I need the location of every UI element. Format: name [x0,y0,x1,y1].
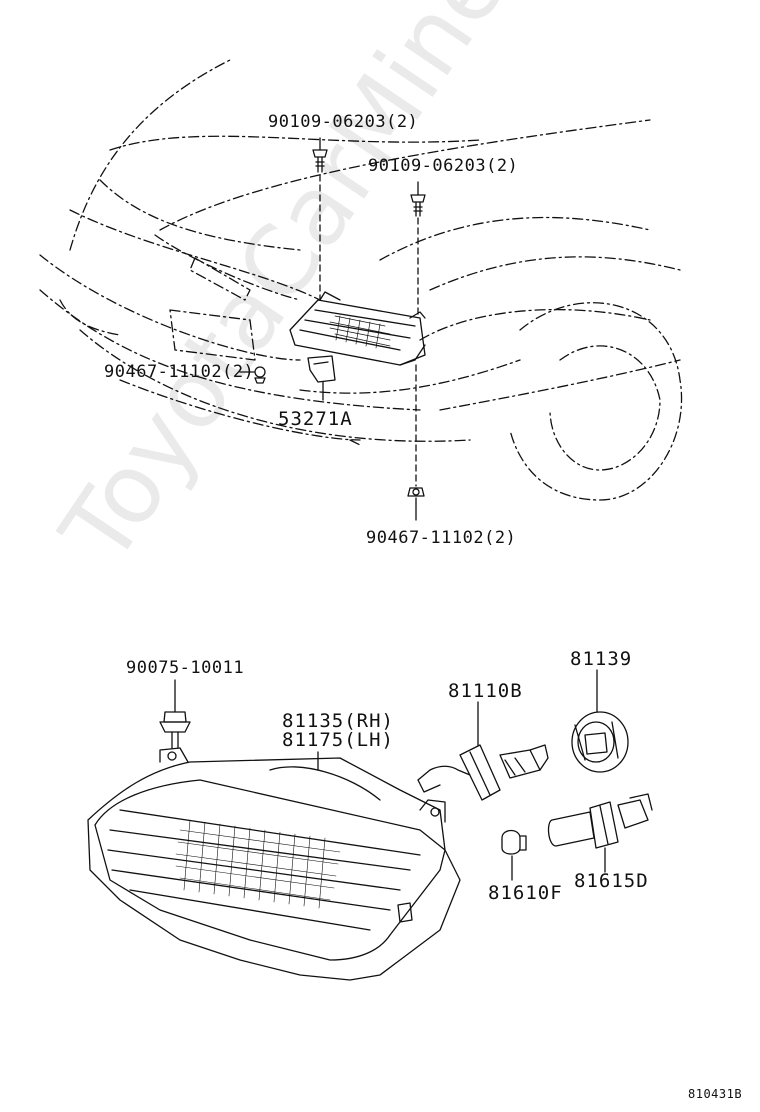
label-bolt-top-left: 90109-06203(2) [268,112,419,132]
label-nut-bottom: 90467-11102(2) [366,528,517,548]
nut-bottom [407,487,425,497]
label-bulb-81110b: 81110B [448,680,523,702]
label-lamp-rh: 81135(RH) [282,710,394,732]
label-screw: 90075-10011 [126,658,245,678]
label-bulb-81610f: 81610F [488,882,563,904]
bolt-top-right [410,194,426,217]
bulb-81610f [501,829,527,855]
bulb-81615d [547,793,653,849]
label-nut-left: 90467-11102(2) [104,362,255,382]
socket-81139 [571,711,629,773]
nut-left [254,366,266,384]
bulb-81110b [417,744,549,801]
car-front-outline [39,59,683,501]
headlamp-unit [87,747,461,981]
bolt-top-left [312,149,328,173]
label-bracket: 53271A [278,408,353,430]
label-lamp-lh: 81175(LH) [282,729,394,751]
bracket-53271a [307,355,336,401]
diagram-id: 810431B [688,1087,743,1101]
label-bulb-81615d: 81615D [574,870,649,892]
screw-90075 [159,711,191,749]
headlamp-installed [289,291,426,366]
label-socket-81139: 81139 [570,648,633,670]
label-bolt-top-right: 90109-06203(2) [368,156,519,176]
